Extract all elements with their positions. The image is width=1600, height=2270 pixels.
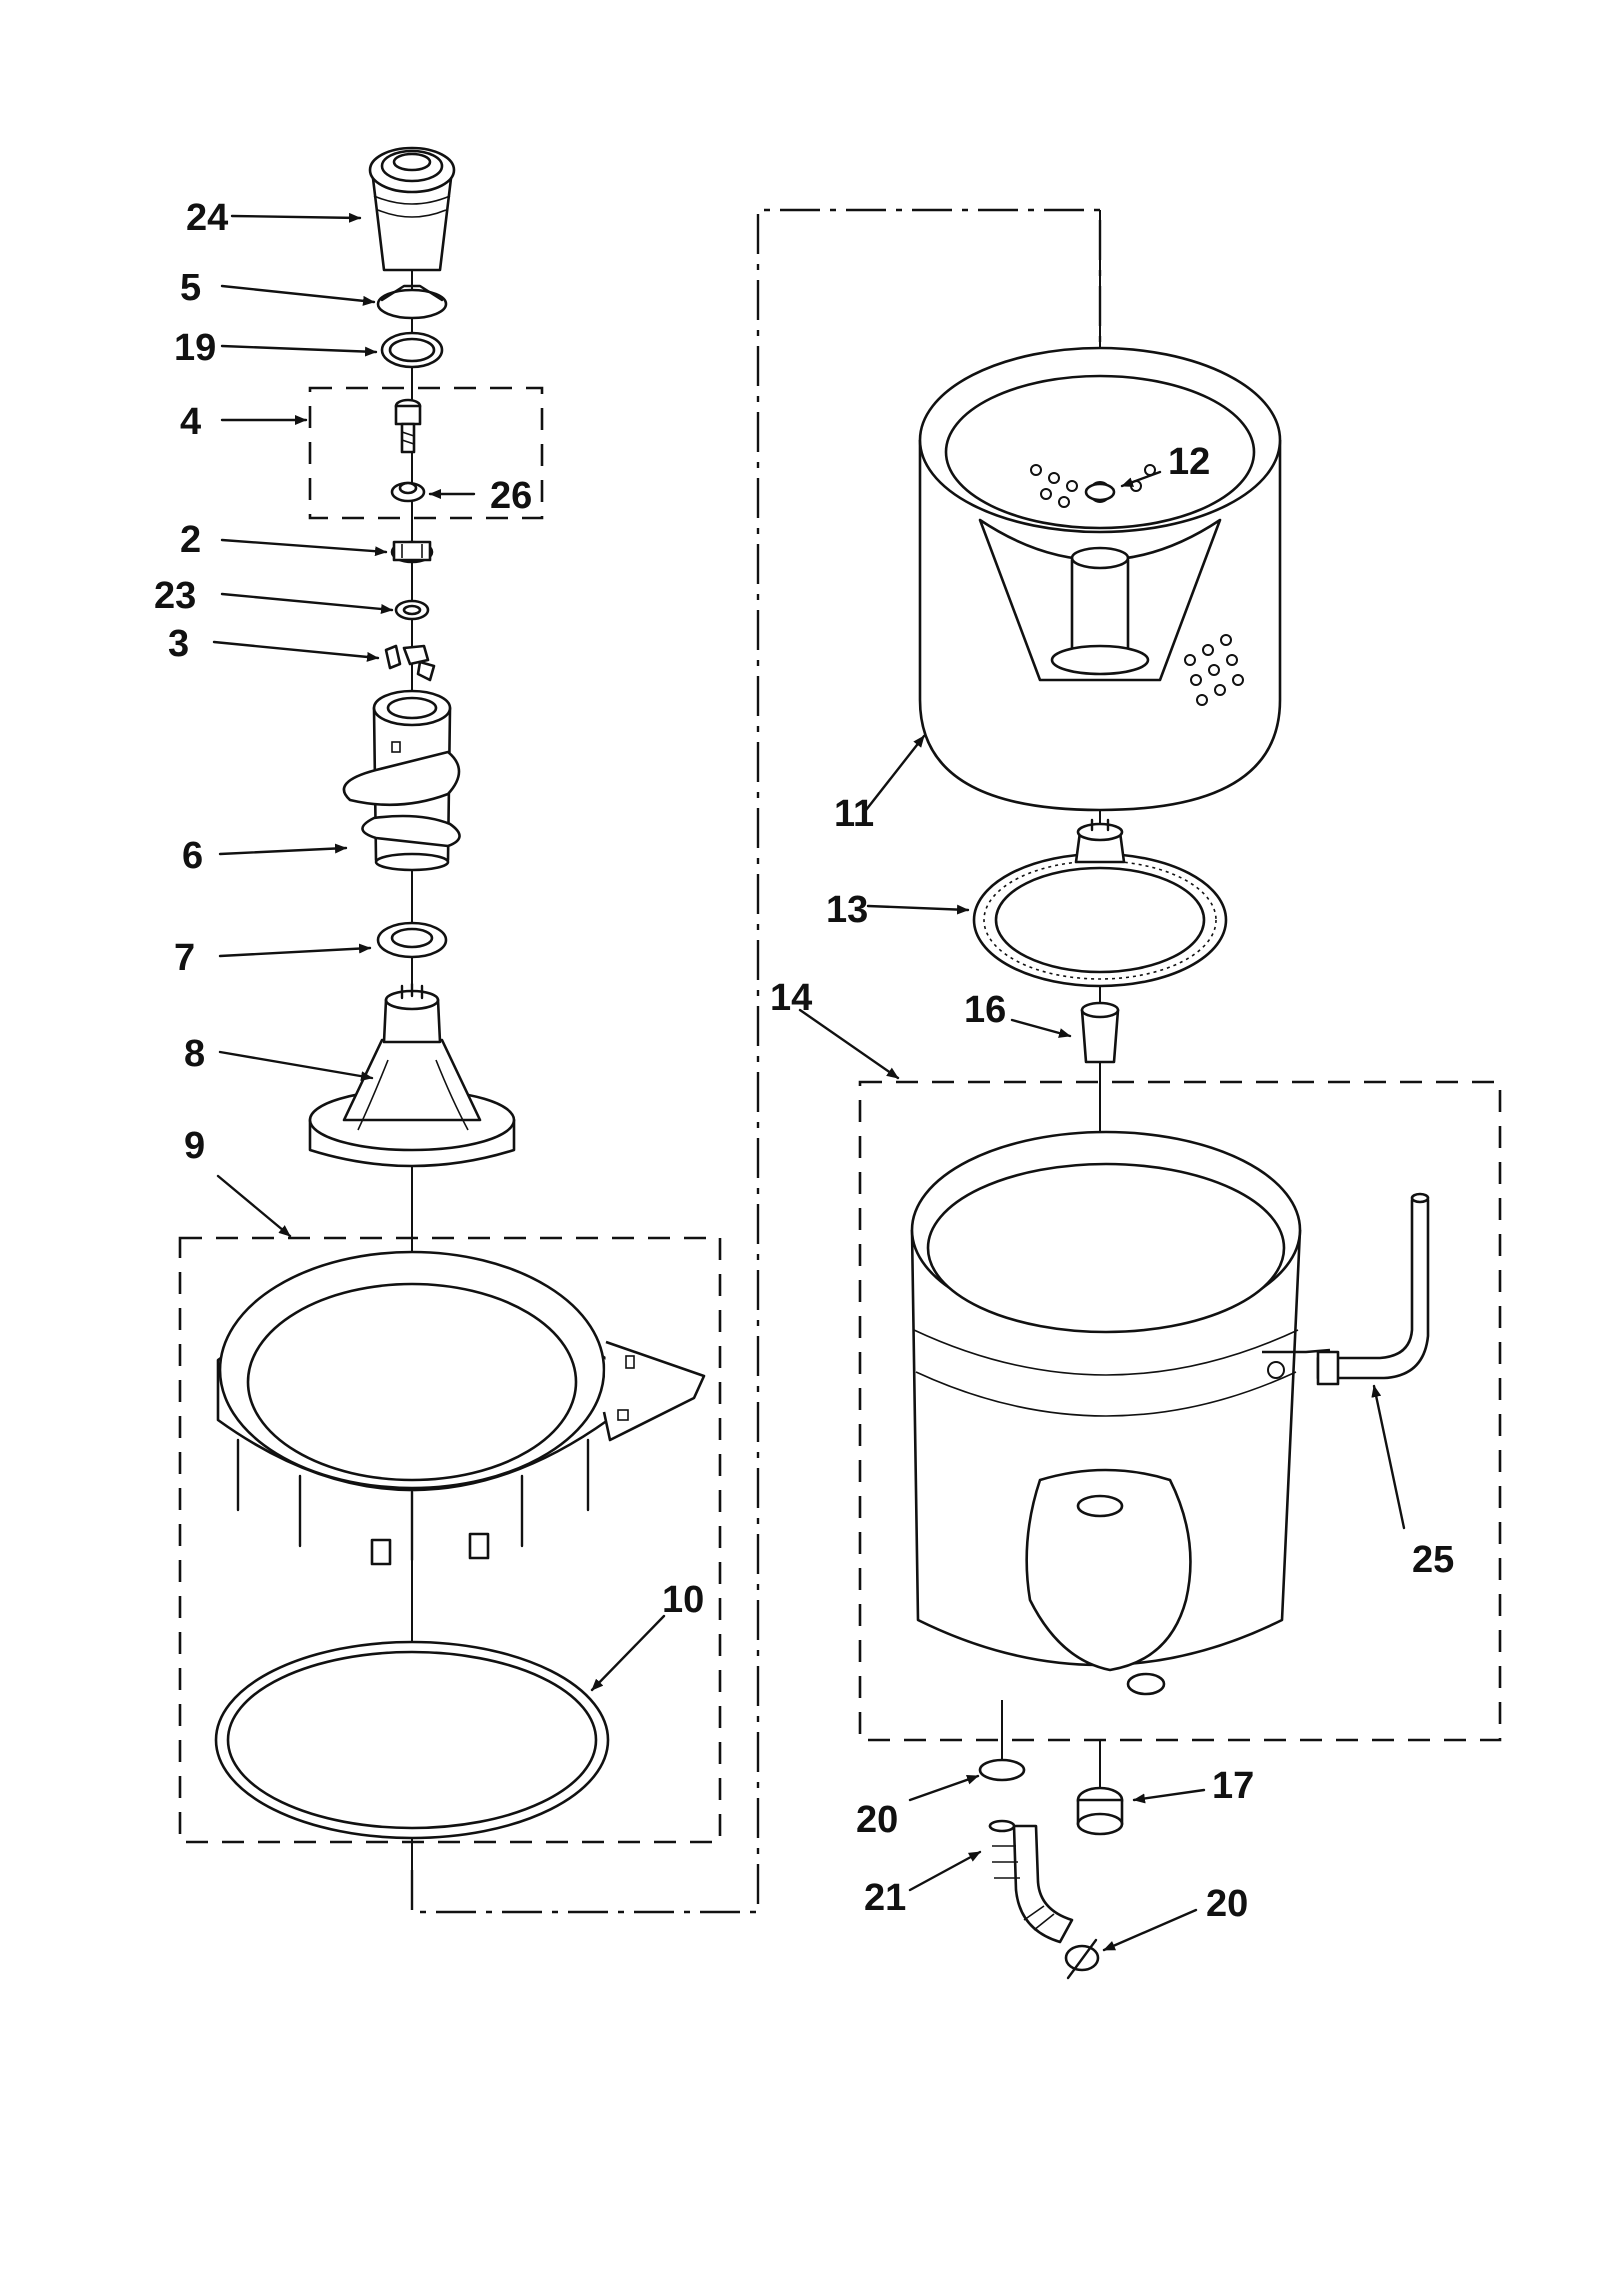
part-2-retainer	[390, 540, 434, 564]
callout-9: 9	[184, 1125, 205, 1167]
group-box-9	[178, 1236, 722, 1844]
callout-8: 8	[184, 1033, 205, 1075]
callout-11: 11	[834, 793, 874, 835]
callout-21: 21	[864, 1877, 906, 1919]
part-13-plate	[972, 818, 1228, 988]
part-19-o-ring	[380, 331, 444, 369]
callout-16: 16	[964, 989, 1006, 1031]
part-3-clips	[384, 644, 436, 682]
part-25-hose	[1316, 1192, 1430, 1386]
part-4-bolt	[394, 398, 422, 454]
part-14-outer-tub	[910, 1130, 1331, 1696]
part-7-bearing	[376, 921, 448, 959]
part-9-tub-ring	[216, 1250, 706, 1566]
callout-24: 24	[186, 197, 228, 239]
callout-5: 5	[180, 267, 201, 309]
callout-23: 23	[154, 575, 196, 617]
callout-17: 17	[1212, 1765, 1254, 1807]
callout-3: 3	[168, 623, 189, 665]
callout-26: 26	[490, 475, 532, 517]
callout-14: 14	[770, 977, 812, 1019]
callout-12: 12	[1168, 441, 1210, 483]
part-26-nut	[390, 481, 426, 503]
callout-20-lower: 20	[1206, 1883, 1248, 1925]
part-12-nut	[1084, 482, 1116, 502]
part-17-fitting	[1076, 1740, 1124, 1836]
part-20-clamp-lower	[1064, 1938, 1100, 1980]
callout-10: 10	[662, 1579, 704, 1621]
part-16-bushing	[1080, 1001, 1120, 1064]
part-11-spin-basket	[918, 346, 1282, 812]
part-21-drain-hose	[988, 1819, 1074, 1944]
part-20-clamp-upper	[978, 1700, 1026, 1782]
callout-labels: 24 5 19 4 26 2 23 3 6 7 8 9 10 11 12 13 …	[154, 197, 1454, 1925]
part-6-auger	[342, 689, 461, 872]
group-box-4	[308, 386, 544, 520]
callout-20-upper: 20	[856, 1799, 898, 1841]
part-8-drive-hub	[308, 982, 516, 1168]
part-24-dispenser-cup	[368, 146, 456, 272]
callout-7: 7	[174, 937, 195, 979]
part-10-seal-ring	[214, 1640, 610, 1840]
callout-2: 2	[180, 519, 201, 561]
callout-13: 13	[826, 889, 868, 931]
callout-4: 4	[180, 401, 201, 443]
leader-lines	[212, 212, 1406, 1952]
callout-6: 6	[182, 835, 203, 877]
part-23-washer	[394, 599, 430, 621]
part-5-cap	[376, 284, 448, 320]
callout-25: 25	[1412, 1539, 1454, 1581]
callout-19: 19	[174, 327, 216, 369]
